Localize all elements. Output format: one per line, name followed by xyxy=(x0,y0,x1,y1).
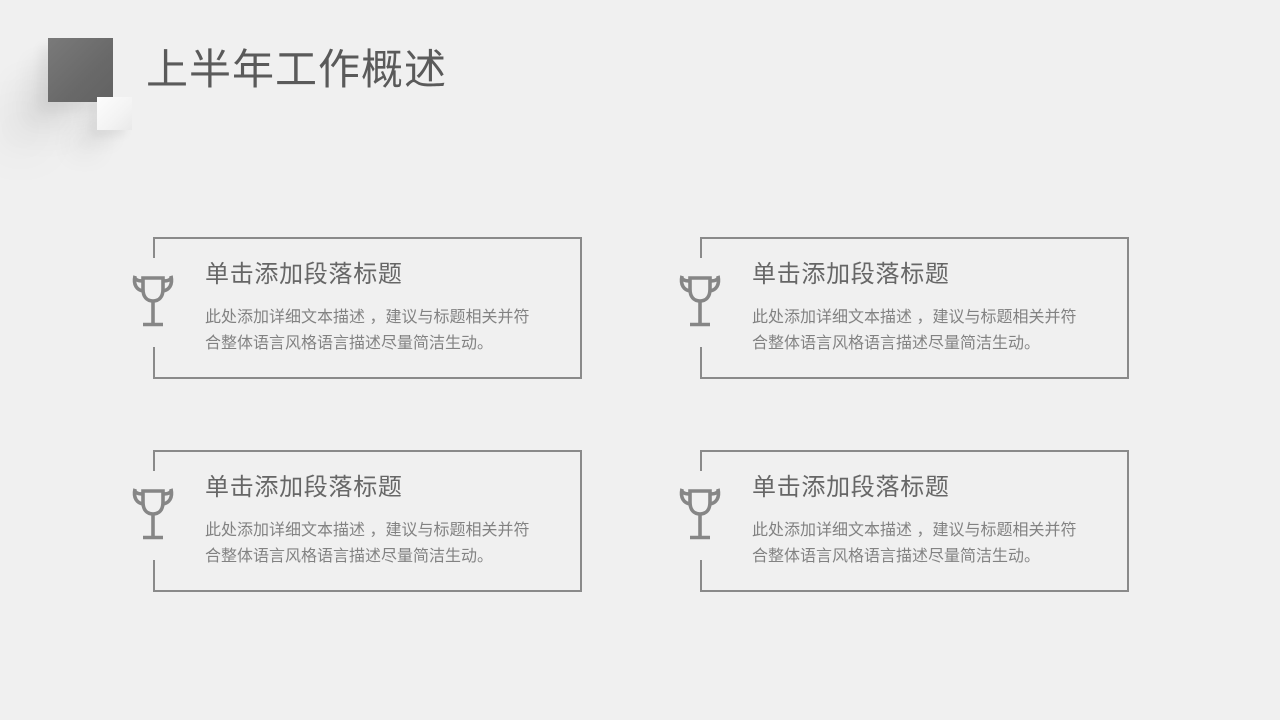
card-content: 单击添加段落标题 此处添加详细文本描述 ，建议与标题相关并符 合整体语言风格语言… xyxy=(155,239,580,377)
decor-square-large xyxy=(48,38,113,102)
card-content: 单击添加段落标题 此处添加详细文本描述 ，建议与标题相关并符 合整体语言风格语言… xyxy=(155,452,580,590)
card-title-placeholder[interactable]: 单击添加段落标题 xyxy=(752,261,950,288)
decor-square-small xyxy=(97,97,132,130)
trophy-icon xyxy=(678,488,722,542)
content-card[interactable]: 单击添加段落标题 此处添加详细文本描述 ，建议与标题相关并符 合整体语言风格语言… xyxy=(132,450,582,592)
trophy-icon xyxy=(131,488,175,542)
card-title-placeholder[interactable]: 单击添加段落标题 xyxy=(752,474,950,501)
card-title-placeholder[interactable]: 单击添加段落标题 xyxy=(205,261,403,288)
card-content: 单击添加段落标题 此处添加详细文本描述 ，建议与标题相关并符 合整体语言风格语言… xyxy=(702,452,1127,590)
card-body-placeholder[interactable]: 此处添加详细文本描述 ，建议与标题相关并符 合整体语言风格语言描述尽量简洁生动。 xyxy=(752,522,1077,565)
card-body-placeholder[interactable]: 此处添加详细文本描述 ，建议与标题相关并符 合整体语言风格语言描述尽量简洁生动。 xyxy=(752,309,1077,352)
card-title-placeholder[interactable]: 单击添加段落标题 xyxy=(205,474,403,501)
card-body-placeholder[interactable]: 此处添加详细文本描述 ，建议与标题相关并符 合整体语言风格语言描述尽量简洁生动。 xyxy=(205,522,530,565)
trophy-icon xyxy=(678,275,722,329)
content-card[interactable]: 单击添加段落标题 此处添加详细文本描述 ，建议与标题相关并符 合整体语言风格语言… xyxy=(679,450,1129,592)
card-content: 单击添加段落标题 此处添加详细文本描述 ，建议与标题相关并符 合整体语言风格语言… xyxy=(702,239,1127,377)
trophy-icon xyxy=(131,275,175,329)
page-title: 上半年工作概述 xyxy=(146,46,448,93)
card-body-placeholder[interactable]: 此处添加详细文本描述 ，建议与标题相关并符 合整体语言风格语言描述尽量简洁生动。 xyxy=(205,309,530,352)
content-card[interactable]: 单击添加段落标题 此处添加详细文本描述 ，建议与标题相关并符 合整体语言风格语言… xyxy=(679,237,1129,379)
content-card[interactable]: 单击添加段落标题 此处添加详细文本描述 ，建议与标题相关并符 合整体语言风格语言… xyxy=(132,237,582,379)
